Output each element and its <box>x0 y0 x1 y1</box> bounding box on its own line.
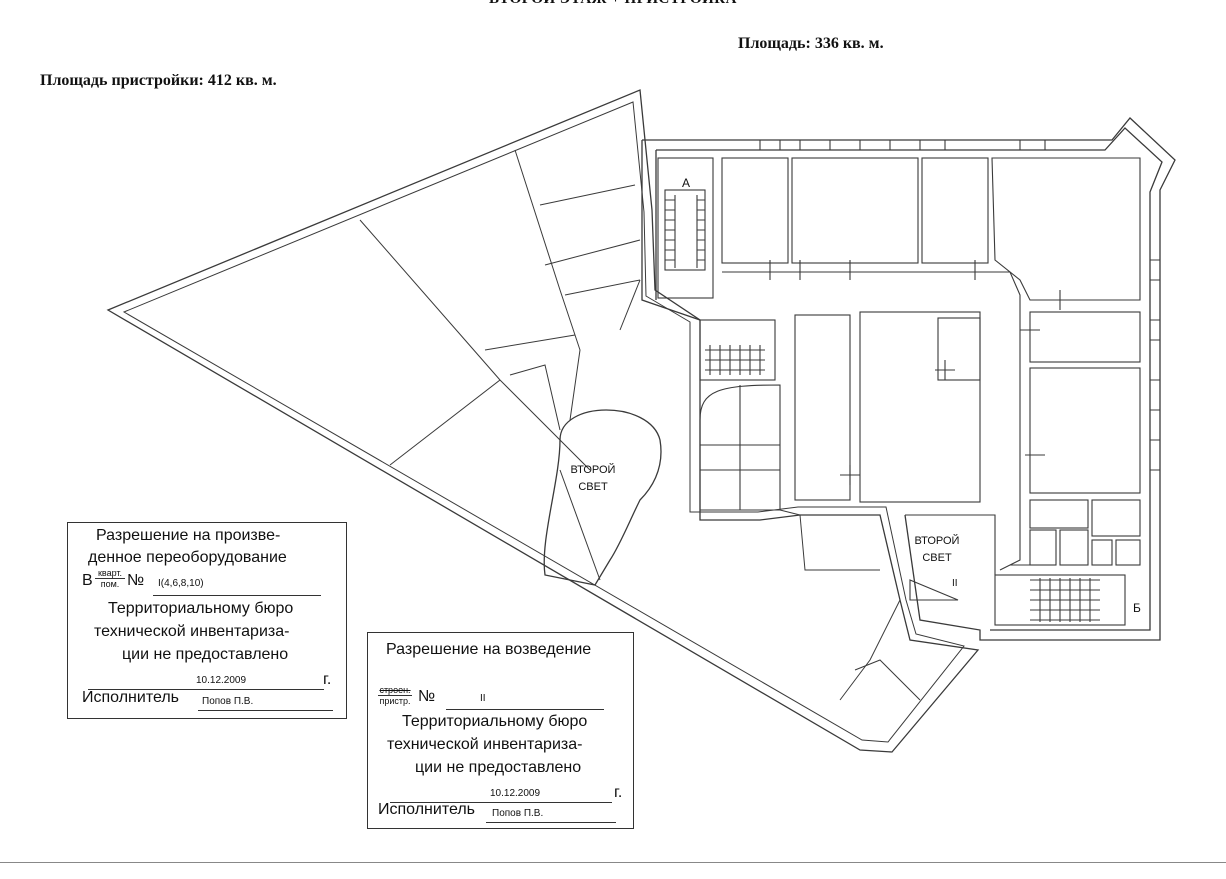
page-title: ВТОРОЙ ЭТАЖ + ПРИСТРОЙКА <box>0 0 1226 8</box>
conversion-stamp-date: 10.12.2009 <box>196 675 247 686</box>
room-ii-label: II <box>952 578 958 589</box>
construction-stamp: Разрешение на возведение строен. пристр.… <box>367 632 634 829</box>
conversion-stamp-prefix: В <box>82 572 93 589</box>
construction-stamp-date: 10.12.2009 <box>490 788 541 799</box>
conversion-stamp-line5: технической инвентариза- <box>94 623 290 640</box>
conversion-stamp-number-label: № <box>127 572 145 589</box>
conversion-stamp-year: г. <box>323 671 332 688</box>
page-bottom-rule <box>0 862 1226 863</box>
stair-b-label: Б <box>1133 601 1141 615</box>
conversion-stamp-line2: денное переоборудование <box>88 549 287 566</box>
second-light-label-2: ВТОРОЙ СВЕТ <box>914 535 960 564</box>
construction-stamp-number-label: № <box>418 688 436 705</box>
conversion-stamp-line1: Разрешение на произве- <box>96 527 281 544</box>
main-area-label: Площадь: 336 кв. м. <box>738 35 884 52</box>
extension-partitions <box>359 149 921 701</box>
conversion-stamp-number: I(4,6,8,10) <box>158 578 204 589</box>
conversion-stamp-line4: Территориальному бюро <box>108 600 294 617</box>
construction-stamp-year: г. <box>614 784 623 801</box>
conversion-stamp: Разрешение на произве- денное переоборуд… <box>67 522 347 719</box>
conversion-stamp-fraction: кварт. пом. <box>95 568 125 589</box>
construction-stamp-line5: ции не предоставлено <box>415 759 582 776</box>
main-rooms <box>657 140 1160 626</box>
extension-area-label: Площадь пристройки: 412 кв. м. <box>40 72 277 89</box>
second-light-label-1: ВТОРОЙ СВЕТ <box>570 464 616 493</box>
rotunda <box>543 409 662 586</box>
conversion-stamp-line6: ции не предоставлено <box>122 646 289 663</box>
conversion-stamp-executor-name: Попов П.В. <box>202 696 254 707</box>
construction-stamp-line4: технической инвентариза- <box>387 736 583 753</box>
construction-stamp-number: II <box>480 693 486 704</box>
construction-stamp-line3: Территориальному бюро <box>402 713 588 730</box>
construction-stamp-line1: Разрешение на возведение <box>386 641 592 658</box>
main-bottom-wall <box>779 509 996 575</box>
construction-stamp-executor-name: Попов П.В. <box>492 808 544 819</box>
construction-stamp-executor-label: Исполнитель <box>378 801 476 818</box>
construction-stamp-fraction: строен. пристр. <box>378 685 412 706</box>
main-building-outline <box>641 117 1176 641</box>
stair-a-label: А <box>682 176 691 190</box>
conversion-stamp-executor-label: Исполнитель <box>82 689 180 706</box>
